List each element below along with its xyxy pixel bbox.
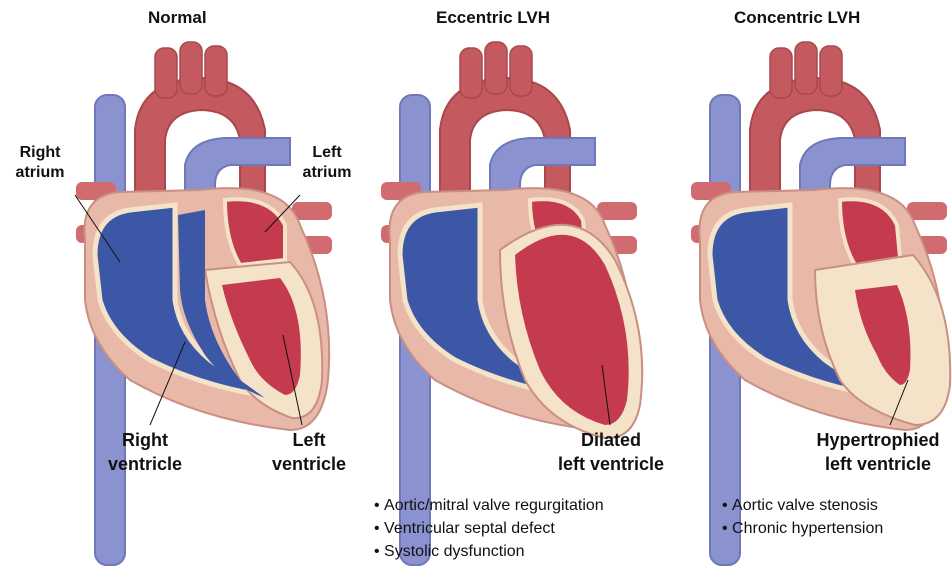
label-dilated-left-ventricle: Dilated left ventricle <box>545 428 677 476</box>
label-left-ventricle-line2: ventricle <box>263 452 355 476</box>
list-item: Chronic hypertension <box>722 517 883 540</box>
label-hypertrophied-line2: left ventricle <box>805 452 951 476</box>
label-right-ventricle-line2: ventricle <box>100 452 190 476</box>
label-dilated-line1: Dilated <box>545 428 677 452</box>
label-hypertrophied-left-ventricle: Hypertrophied left ventricle <box>805 428 951 476</box>
label-left-atrium-line2: atrium <box>296 163 358 183</box>
eccentric-causes-list: Aortic/mitral valve regurgitation Ventri… <box>374 494 604 563</box>
label-left-atrium-line1: Left <box>296 143 358 163</box>
label-right-ventricle-line1: Right <box>100 428 190 452</box>
label-right-atrium: Right atrium <box>10 143 70 183</box>
label-right-ventricle: Right ventricle <box>100 428 190 476</box>
list-item: Ventricular septal defect <box>374 517 604 540</box>
list-item: Aortic/mitral valve regurgitation <box>374 494 604 517</box>
list-item: Systolic dysfunction <box>374 540 604 563</box>
concentric-causes-list: Aortic valve stenosis Chronic hypertensi… <box>722 494 883 540</box>
list-item: Aortic valve stenosis <box>722 494 883 517</box>
label-left-ventricle: Left ventricle <box>263 428 355 476</box>
label-hypertrophied-line1: Hypertrophied <box>805 428 951 452</box>
label-dilated-line2: left ventricle <box>545 452 677 476</box>
label-left-atrium: Left atrium <box>296 143 358 183</box>
label-right-atrium-line1: Right <box>10 143 70 163</box>
label-right-atrium-line2: atrium <box>10 163 70 183</box>
label-left-ventricle-line1: Left <box>263 428 355 452</box>
